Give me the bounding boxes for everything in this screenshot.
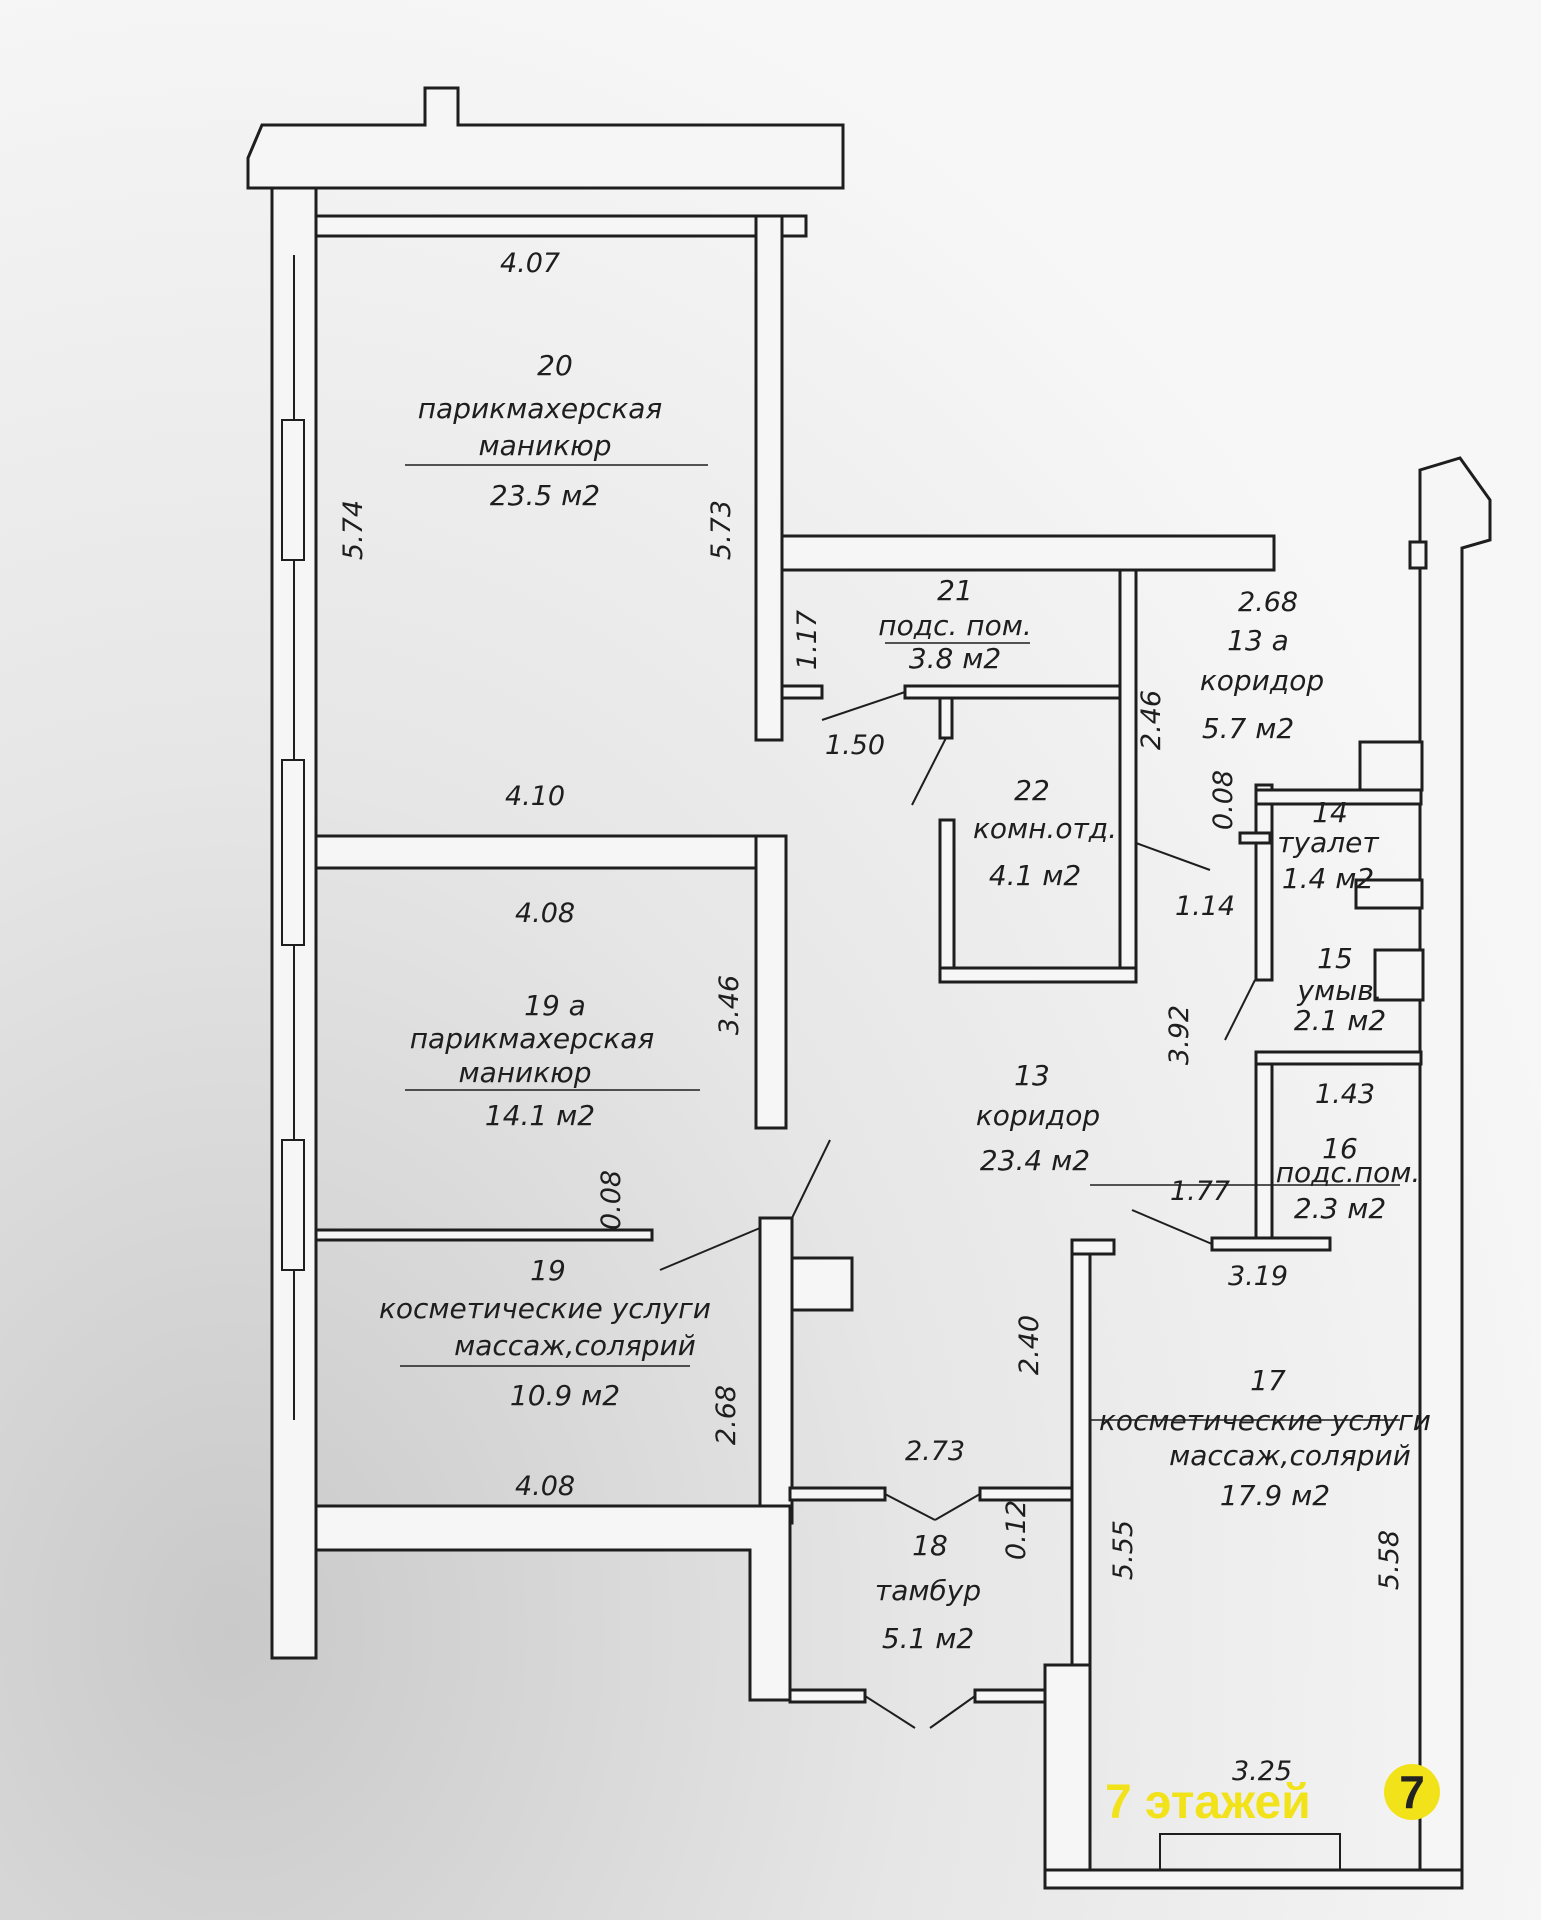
dim-3-92: 3.92 <box>1164 1005 1195 1065</box>
room-13-number: 13 <box>1014 1059 1050 1092</box>
room-16-name: подс.пом. <box>1276 1156 1421 1189</box>
room-13-name: коридор <box>976 1099 1100 1132</box>
door-swings <box>659 691 1256 1729</box>
room-19a-name: парикмахерская <box>410 1022 655 1055</box>
room-17-area: 17.9 м2 <box>1220 1479 1330 1512</box>
room-21-number: 21 <box>937 574 973 607</box>
dim-4-08-a: 4.08 <box>515 898 575 929</box>
room-17-name-2: массаж,солярий <box>1169 1439 1411 1472</box>
room-20-name: парикмахерская <box>418 392 663 425</box>
dim-1-77: 1.77 <box>1170 1176 1230 1207</box>
room-14-number: 14 <box>1312 796 1348 829</box>
dim-1-50: 1.50 <box>825 730 885 761</box>
room-21-area: 3.8 м2 <box>909 642 1001 675</box>
room-22-area: 4.1 м2 <box>989 859 1081 892</box>
room-19a-area: 14.1 м2 <box>485 1099 595 1132</box>
room-19a-name-2: маникюр <box>458 1056 591 1089</box>
room-17-name: косметические услуги <box>1099 1404 1431 1437</box>
dim-3-19: 3.19 <box>1228 1261 1288 1292</box>
dim-4-07: 4.07 <box>500 248 560 279</box>
dim-0-08-b: 0.08 <box>596 1170 627 1230</box>
watermark-logo-number: 7 <box>1399 1766 1425 1818</box>
room-13-area: 23.4 м2 <box>980 1144 1090 1177</box>
room-14-area: 1.4 м2 <box>1282 862 1374 895</box>
watermark-text: 7 этажей <box>1105 1776 1311 1829</box>
dim-1-43: 1.43 <box>1315 1079 1375 1110</box>
room-19-number: 19 <box>530 1254 566 1287</box>
room-13a-name: коридор <box>1200 664 1324 697</box>
room-16-area: 2.3 м2 <box>1294 1192 1386 1225</box>
watermark: 7 этажей 7 <box>1105 1764 1440 1829</box>
room-19-area: 10.9 м2 <box>510 1379 620 1412</box>
room-16-number: 16 <box>1322 1132 1358 1165</box>
room-19-name: косметические услуги <box>379 1292 711 1325</box>
dim-2-68: 2.68 <box>711 1385 742 1445</box>
dim-4-10: 4.10 <box>505 781 565 812</box>
walls <box>246 86 1492 1890</box>
room-20-name-2: маникюр <box>478 429 611 462</box>
watermark-logo-icon <box>1384 1764 1440 1820</box>
room-20-area: 23.5 м2 <box>490 479 600 512</box>
room-dividers <box>400 464 1400 1421</box>
dim-3-46: 3.46 <box>714 975 745 1035</box>
dim-5-74: 5.74 <box>338 500 369 560</box>
dim-2-46: 2.46 <box>1136 690 1167 750</box>
dim-0-08-a: 0.08 <box>1208 770 1239 830</box>
room-15-name: умыв. <box>1296 974 1382 1007</box>
dim-1-17: 1.17 <box>792 610 823 670</box>
room-14-name: туалет <box>1277 826 1379 859</box>
room-15-area: 2.1 м2 <box>1294 1004 1386 1037</box>
room-17-number: 17 <box>1250 1364 1286 1397</box>
room-18-name: тамбур <box>875 1574 981 1607</box>
windows <box>281 255 1341 1871</box>
dim-2-68-top: 2.68 <box>1238 587 1298 618</box>
room-20-number: 20 <box>537 349 573 382</box>
dim-2-73: 2.73 <box>905 1436 965 1467</box>
dim-5-58: 5.58 <box>1374 1530 1405 1590</box>
room-22-name: комн.отд. <box>973 812 1117 845</box>
room-15-number: 15 <box>1317 942 1353 975</box>
dim-0-12: 0.12 <box>1001 1500 1032 1560</box>
room-18-number: 18 <box>912 1529 948 1562</box>
room-13a-number: 13 а <box>1227 624 1289 657</box>
room-19-name-2: массаж,солярий <box>454 1329 696 1362</box>
room-18-area: 5.1 м2 <box>882 1622 974 1655</box>
room-19a-number: 19 а <box>524 989 586 1022</box>
room-21-name: подс. пом. <box>878 609 1031 642</box>
dim-2-40: 2.40 <box>1014 1315 1045 1375</box>
room-13a-area: 5.7 м2 <box>1202 712 1294 745</box>
room-22-number: 22 <box>1014 774 1050 807</box>
dim-4-08-b: 4.08 <box>515 1471 575 1502</box>
dim-1-14: 1.14 <box>1175 891 1235 922</box>
dim-5-55: 5.55 <box>1108 1520 1139 1580</box>
dim-3-25: 3.25 <box>1232 1756 1292 1787</box>
dim-5-73: 5.73 <box>706 500 737 560</box>
